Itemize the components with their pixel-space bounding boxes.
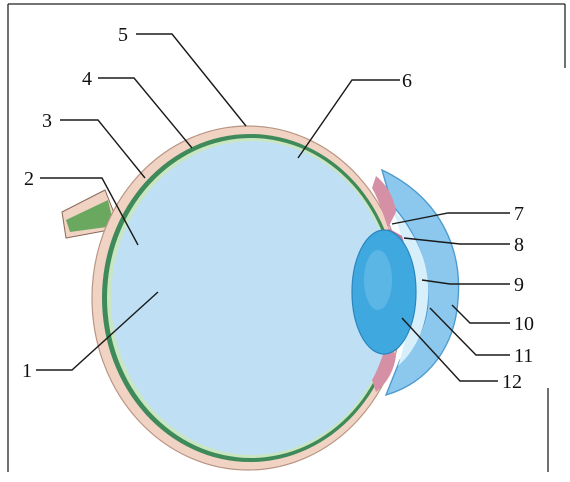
label-12: 12	[502, 371, 522, 393]
leader-line-3	[60, 120, 145, 178]
label-5: 5	[118, 24, 128, 46]
label-1: 1	[22, 360, 32, 382]
label-9: 9	[514, 274, 524, 296]
label-3: 3	[42, 110, 52, 132]
label-4: 4	[82, 68, 92, 90]
lens-highlight	[364, 250, 392, 310]
leader-line-5	[136, 34, 246, 126]
label-6: 6	[402, 70, 412, 92]
label-2: 2	[24, 168, 34, 190]
label-8: 8	[514, 234, 524, 256]
label-10: 10	[514, 313, 534, 335]
leader-line-10	[452, 305, 510, 323]
vitreous-body	[111, 141, 393, 455]
label-7: 7	[514, 203, 524, 225]
label-11: 11	[514, 345, 533, 367]
